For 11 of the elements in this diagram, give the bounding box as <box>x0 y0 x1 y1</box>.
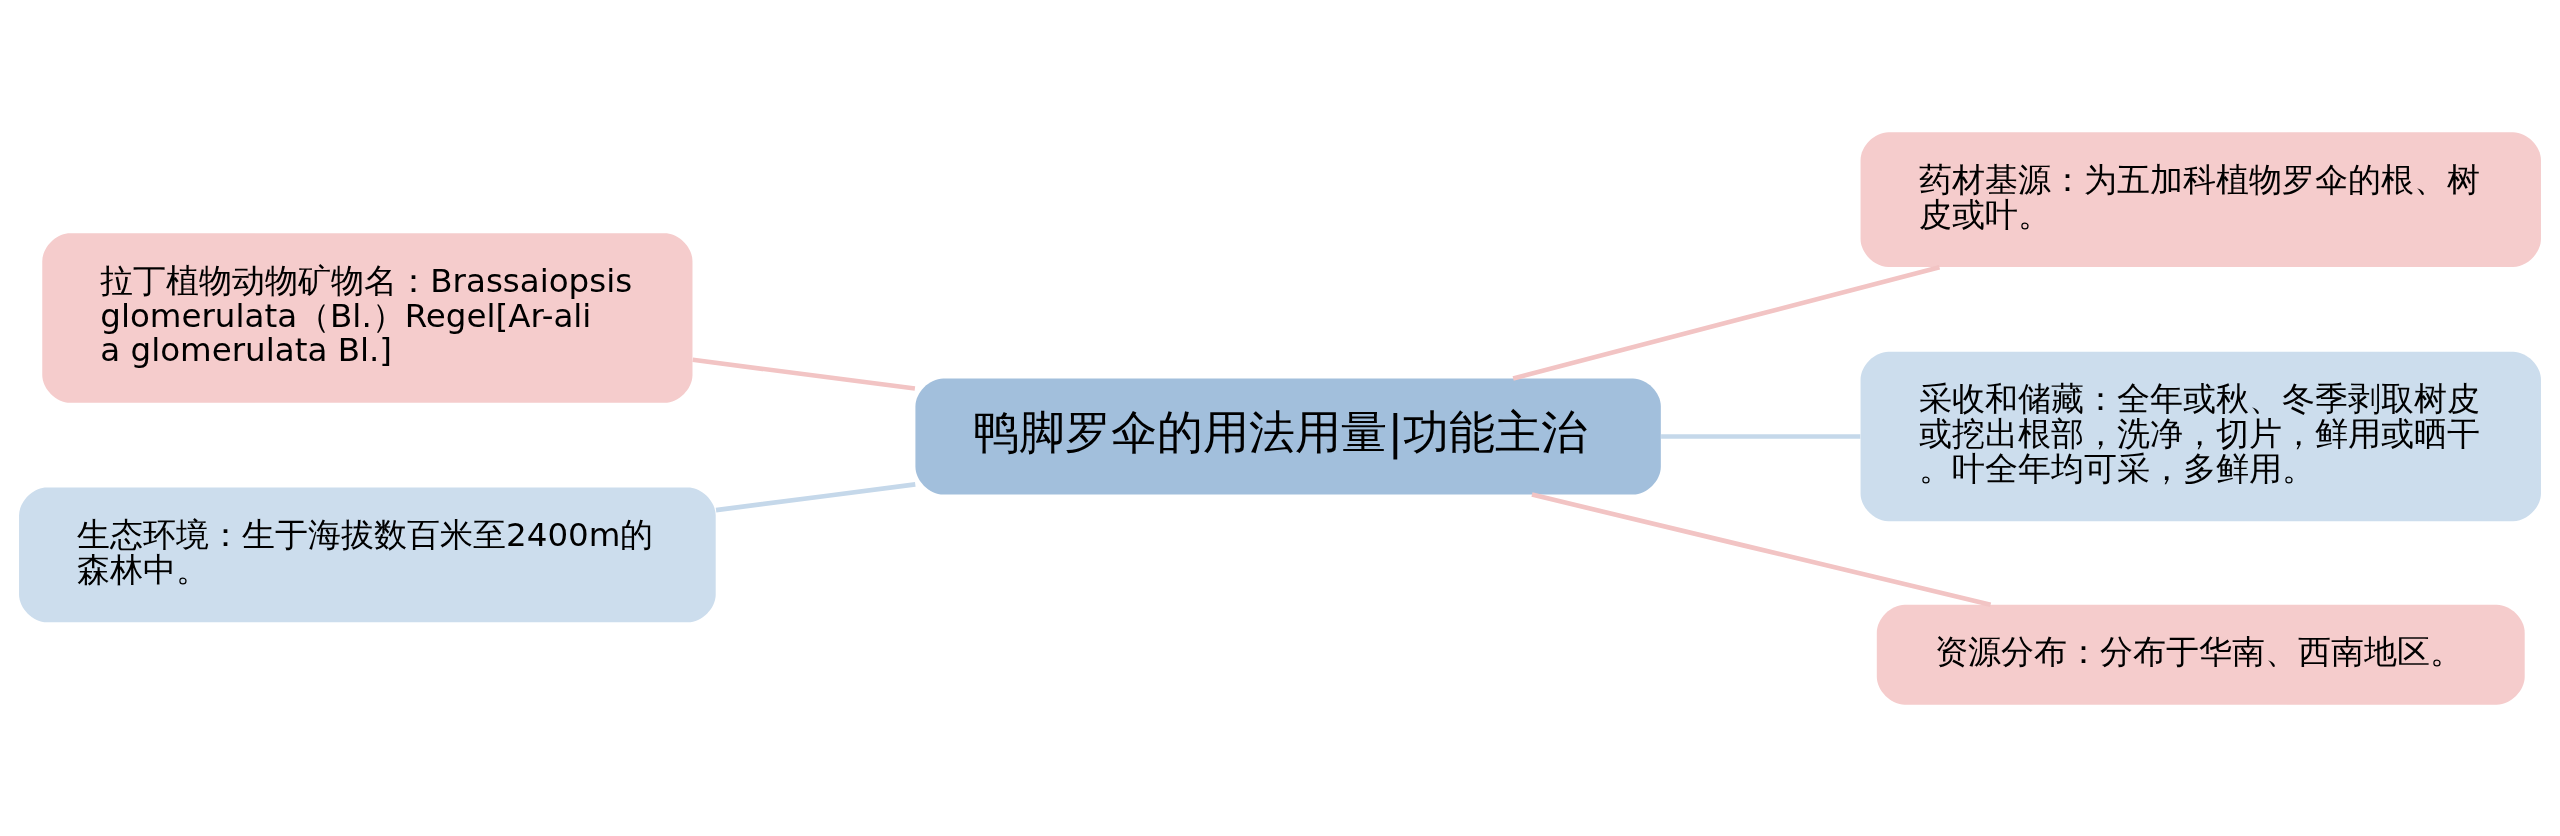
connector <box>1512 264 1941 381</box>
node-box: 资源分布：分布于华南、西南地区。 <box>1876 604 2525 705</box>
node-box: 拉丁植物动物矿物名：Brassaiopsis glomerulata（Bl.）Regel[Ar-alia glomerulata Bl.] <box>42 232 693 403</box>
connector <box>715 481 916 512</box>
connector <box>1661 433 1861 439</box>
node-box: 生态环境：生于海拔数百米至2400m的森林中。 <box>19 487 716 622</box>
node-box: 药材基源：为五加科植物罗伞的根、树皮或叶。 <box>1860 131 2541 267</box>
node-box: 采收和储藏：全年或秋、冬季剥取树皮或挖出根部，洗净，切片，鲜用或晒干。叶全年均可采，多鲜用。 <box>1860 351 2541 521</box>
connector <box>692 357 916 391</box>
node-box: 鸭脚罗伞的用法用量|功能主治 <box>915 377 1661 495</box>
connector <box>1531 491 1992 607</box>
